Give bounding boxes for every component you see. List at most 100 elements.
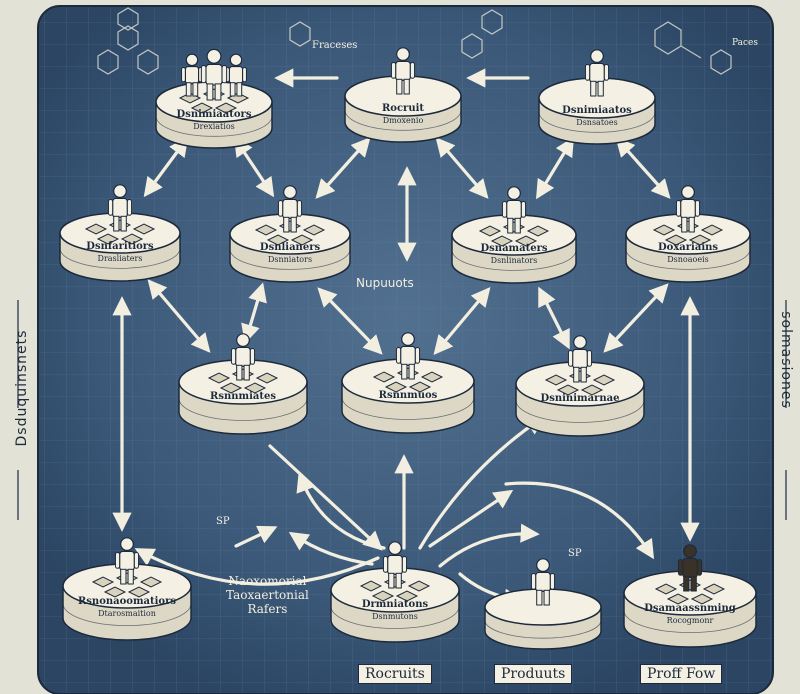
person-arm — [567, 350, 574, 367]
person-arm — [549, 573, 556, 590]
platform-node-b3 — [484, 558, 602, 650]
person-body — [228, 65, 244, 85]
person-head — [573, 335, 587, 350]
edge-arrow — [134, 548, 380, 586]
person-leg — [507, 217, 514, 234]
person-body — [235, 346, 251, 367]
person-head — [590, 49, 604, 63]
person-leg — [236, 364, 243, 381]
person-figure — [584, 49, 610, 97]
platform-sublabel: Dsnsatoes — [576, 118, 617, 127]
person-leg — [236, 82, 243, 97]
platform-label: Dsnlianers — [260, 242, 321, 253]
edge-arrow — [234, 525, 278, 548]
platform-label: Dsnimiaatos — [562, 105, 632, 116]
footer-products: Produuts — [494, 664, 573, 684]
person-figure — [390, 47, 416, 95]
person-body — [205, 63, 223, 86]
person-body — [589, 62, 605, 83]
nodes-layer: DsnimiaatorsDrexiatiosRocruitDmoxenioDsn… — [59, 47, 757, 650]
person-leg — [688, 216, 695, 233]
person-arm — [501, 201, 508, 218]
platform-sublabel: Dsnniators — [268, 255, 312, 264]
person-leg — [120, 215, 127, 232]
right-side-label: solmasiones — [778, 311, 794, 409]
person-arm — [133, 552, 140, 569]
person-figure — [501, 186, 527, 234]
person-leg — [401, 363, 408, 380]
person-arm — [390, 62, 397, 79]
edge-arrow — [603, 283, 669, 353]
person-body — [572, 348, 588, 369]
footer-recruits: Rocruits — [358, 664, 432, 684]
person-figure — [677, 544, 703, 592]
person-figure — [567, 335, 593, 383]
person-arm — [530, 573, 537, 590]
edge-arrow — [147, 279, 211, 353]
edge-arrow — [538, 286, 570, 350]
person-body — [400, 345, 416, 366]
edge-arrow — [615, 137, 671, 199]
person-figure — [382, 541, 408, 589]
person-arm — [114, 552, 121, 569]
person-leg — [396, 78, 403, 95]
person-leg — [683, 575, 690, 592]
platform-top — [484, 588, 602, 626]
person-arm — [677, 559, 684, 576]
person-arm — [107, 199, 114, 216]
person-leg — [573, 366, 580, 383]
edge-arrow — [438, 523, 540, 568]
hexagon-decoration-mid — [289, 9, 503, 59]
person-leg — [290, 216, 297, 233]
person-arm — [520, 201, 527, 218]
person-head — [388, 541, 402, 555]
person-arm — [221, 65, 228, 84]
person-figure — [230, 333, 256, 381]
person-arm — [414, 347, 421, 364]
platform-node-l2: Rsnnmuos — [341, 332, 475, 434]
person-leg — [590, 80, 597, 97]
edge-arrow — [315, 137, 371, 199]
person-leg — [690, 575, 697, 592]
person-leg — [408, 363, 415, 380]
platform-sublabel: Drexiatios — [193, 122, 235, 131]
platform-label: Doxariains — [658, 242, 718, 253]
person-head — [236, 333, 250, 348]
platform-label: Rsnnmiates — [210, 391, 276, 402]
person-arm — [230, 348, 237, 365]
person-figure — [530, 558, 556, 606]
center-label: Nupuuots — [356, 276, 414, 290]
person-leg — [395, 572, 402, 589]
platform-sublabel: Rocogmonr — [667, 616, 714, 625]
person-arm — [200, 65, 207, 84]
person-leg — [536, 589, 543, 606]
sp-label-left: SP — [216, 516, 230, 527]
person-body — [387, 554, 403, 575]
hexagon-decoration-right — [654, 21, 732, 75]
person-head — [396, 47, 410, 61]
edge-arrow — [268, 444, 383, 551]
person-body — [680, 198, 696, 219]
person-arm — [126, 199, 133, 216]
platform-node-l1: Rsnnmiates — [178, 333, 308, 435]
platform-label: Rsnonaoomatiors — [78, 596, 176, 607]
platform-label: Dsnamaters — [481, 243, 548, 254]
platform-sublabel: Drasliaters — [98, 254, 143, 263]
person-figure — [395, 332, 421, 380]
person-leg — [543, 589, 550, 606]
person-leg — [127, 568, 134, 585]
platform-sublabel: Dsnmutons — [372, 612, 418, 621]
person-leg — [243, 364, 250, 381]
bottom-note-line1: Naoxomorial — [228, 574, 307, 588]
sp-label-right: SP — [568, 548, 582, 559]
person-leg — [681, 216, 688, 233]
person-leg — [514, 217, 521, 234]
